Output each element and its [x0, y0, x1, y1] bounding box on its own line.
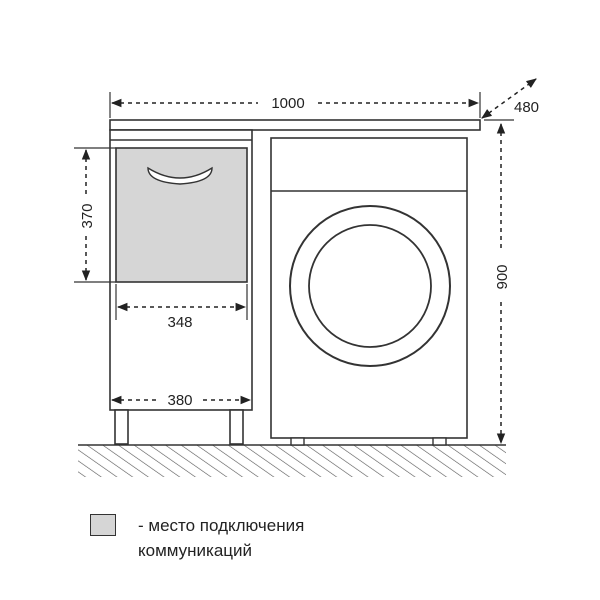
legend-swatch	[90, 514, 116, 536]
legend-line1: - место подключения	[138, 516, 305, 535]
dim-label-depth: 480	[514, 99, 539, 116]
countertop	[109, 119, 481, 131]
legend: - место подключения коммуникаций	[90, 512, 510, 572]
dim-label-box-width: 348	[167, 314, 192, 331]
dimension-cabinet-width: 380	[110, 392, 252, 409]
utility-connection-area	[115, 147, 248, 283]
machine-foot-right	[432, 437, 447, 446]
machine-foot-left	[290, 437, 305, 446]
legend-text: - место подключения коммуникаций	[138, 513, 304, 563]
washing-machine	[270, 137, 468, 446]
cabinet-leg-left	[114, 409, 129, 445]
dimension-box-width: 348	[115, 284, 248, 331]
siphon-cutout	[147, 166, 213, 185]
dim-label-box-height: 370	[79, 203, 96, 228]
dimension-depth: 480	[481, 78, 539, 119]
legend-line2: коммуникаций	[138, 541, 253, 560]
dim-label-height: 900	[494, 264, 511, 289]
dimension-box-height: 370	[74, 147, 116, 283]
cabinet-leg-right	[229, 409, 244, 445]
machine-door-inner	[308, 224, 432, 348]
dim-label-cabinet-width: 380	[167, 392, 192, 409]
floor	[78, 444, 506, 477]
dimension-total-width: 1000	[109, 92, 481, 118]
dim-label-total-width: 1000	[271, 95, 304, 112]
dimension-height: 900	[484, 119, 514, 445]
